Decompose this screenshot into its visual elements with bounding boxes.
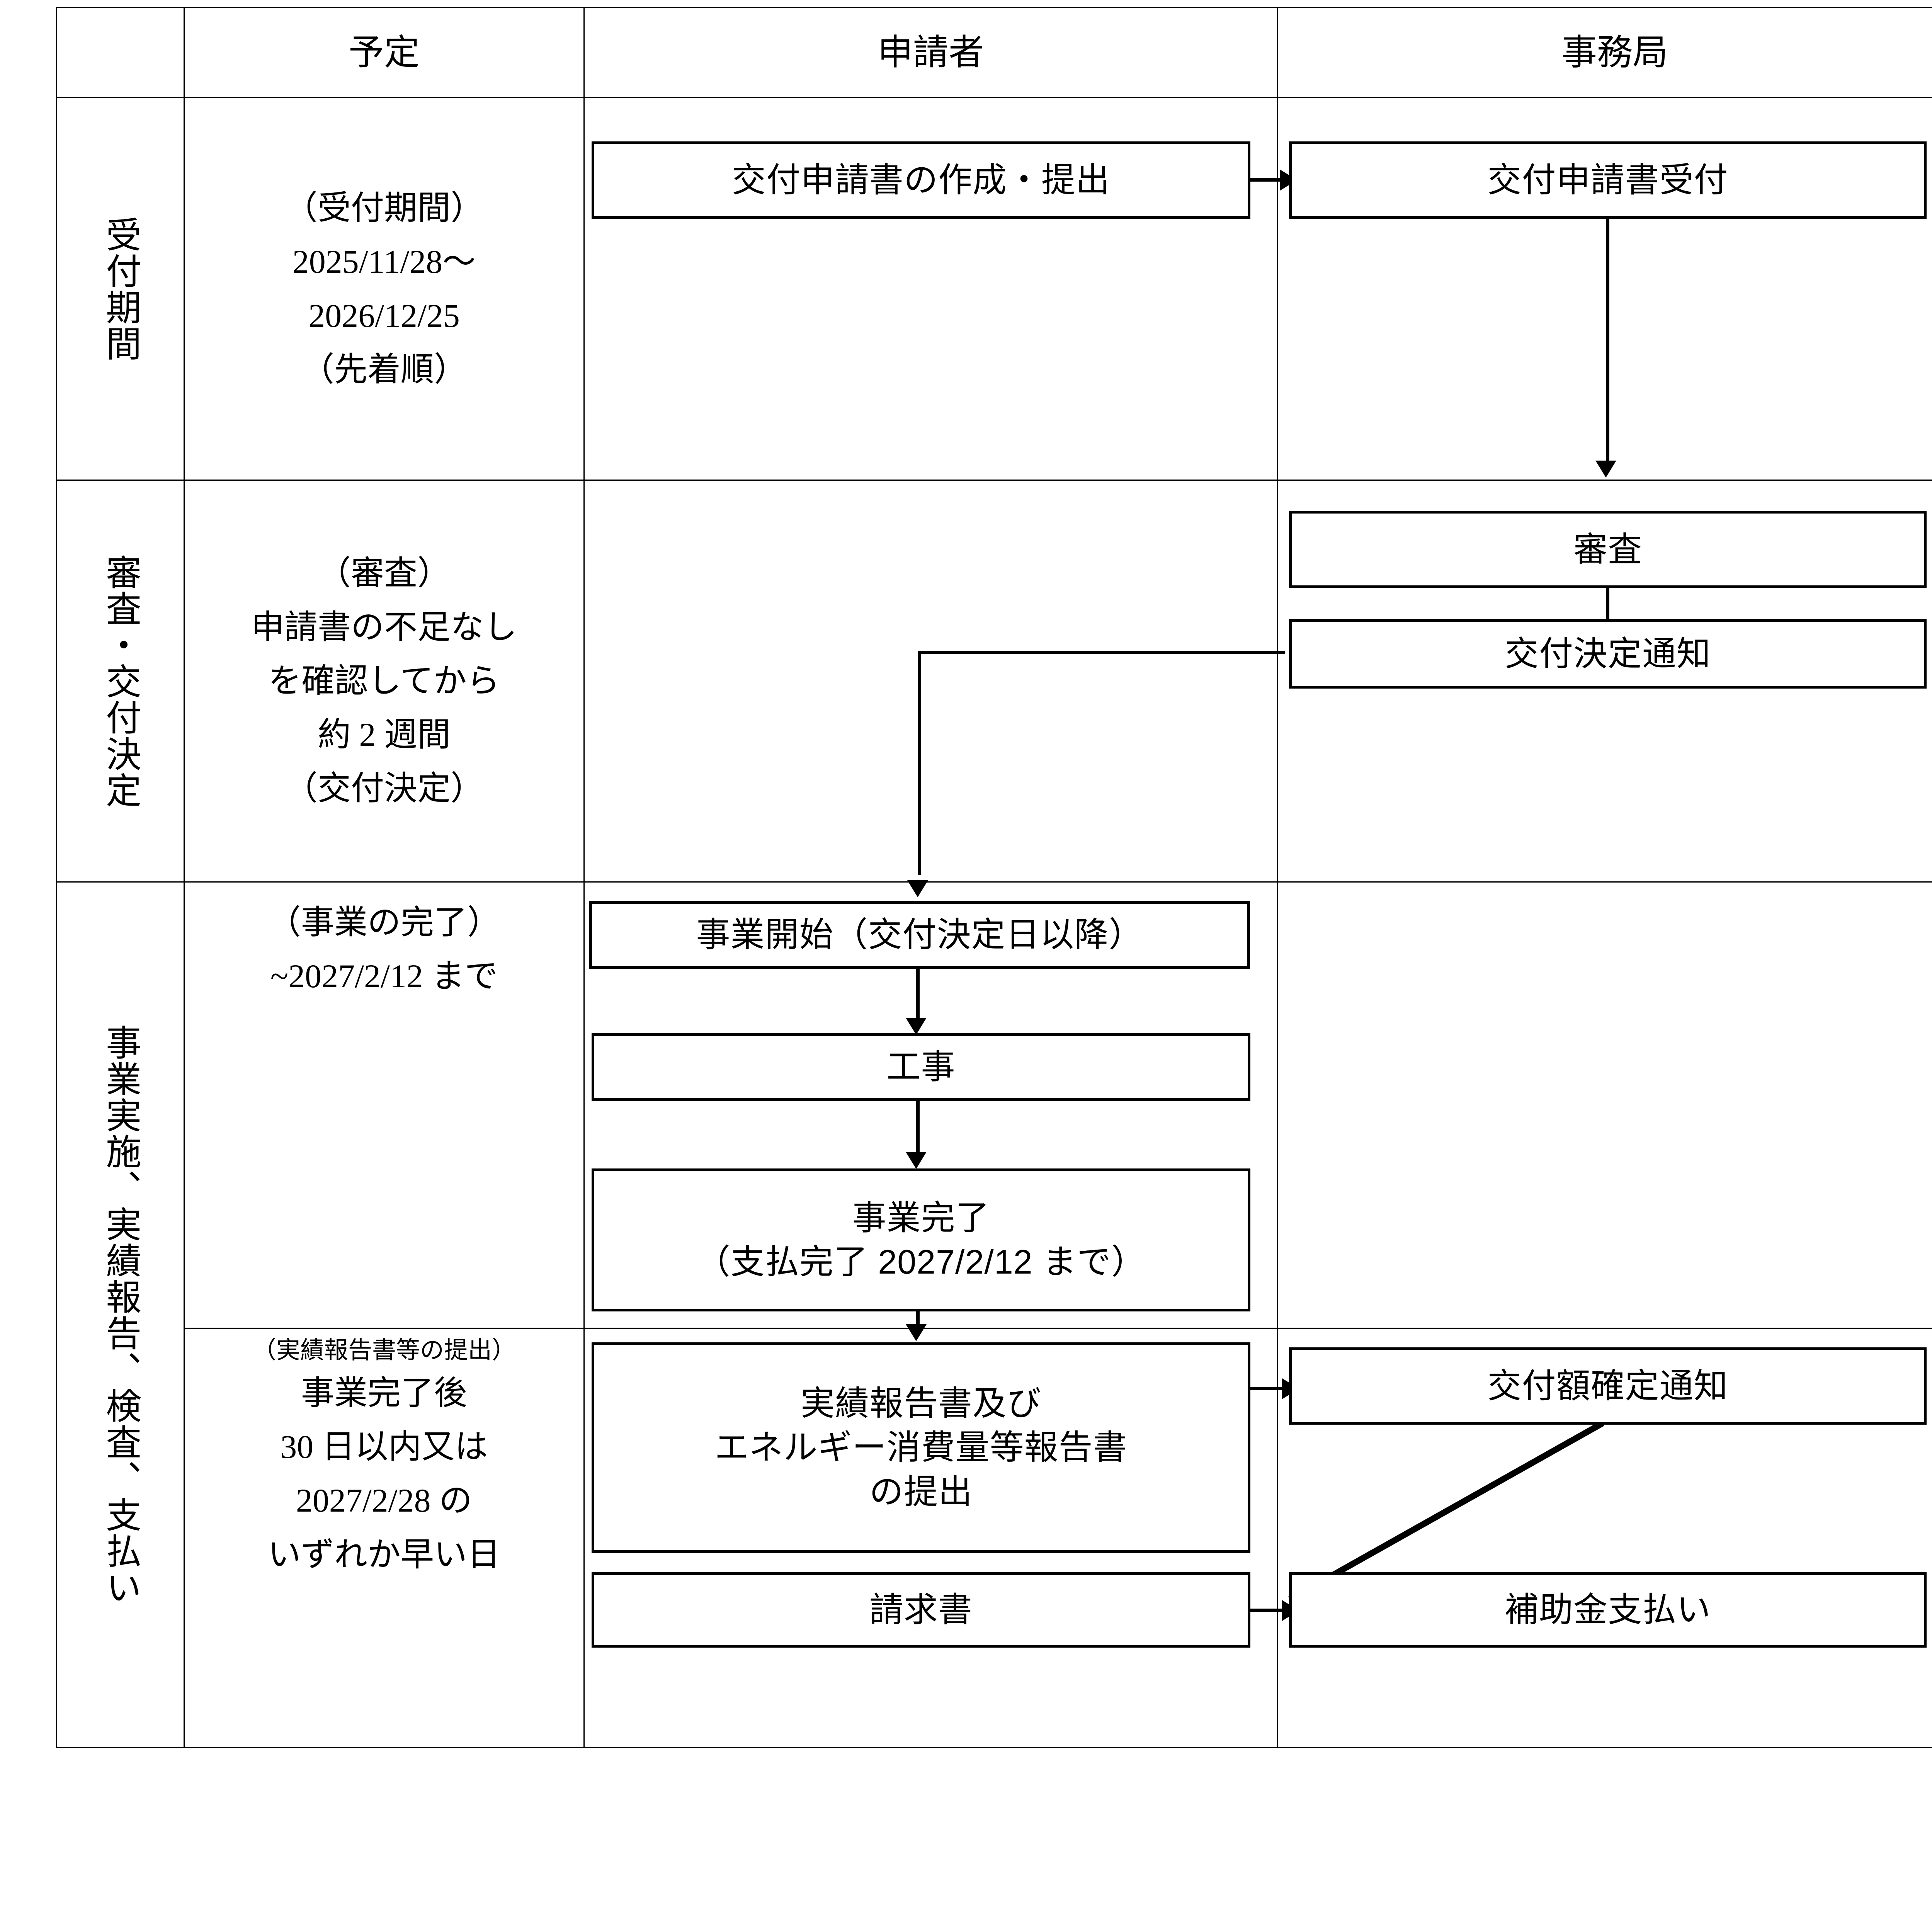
flow-diagram-sheet: 予定 申請者 事務局 受付期間 （受付期間） 2025/11/28～ 2026/… (0, 0, 1932, 1689)
office-cell-reception: 交付申請書受付 (1278, 98, 1932, 480)
table-row-implementation: 事業実施、実績報告、検査、支払い （事業の完了） ~2027/2/12 まで 事… (57, 882, 1932, 1328)
header-office: 事務局 (1278, 8, 1932, 98)
box-project-complete: 事業完了 （支払完了 2027/2/12 まで） (592, 1168, 1250, 1311)
connector-v-construction-to-complete (916, 1101, 920, 1159)
schedule-line: 2025/11/28～ (185, 235, 583, 289)
arrowhead-down-to-construction (906, 1018, 927, 1035)
applicant-cell-reception: 交付申請書の作成・提出 (584, 98, 1278, 480)
row-label-implementation-text: 事業実施、実績報告、検査、支払い (102, 1024, 139, 1605)
box-invoice: 請求書 (592, 1572, 1250, 1648)
arrowhead-down-to-review (1595, 461, 1616, 478)
applicant-cell-report-payment: 実績報告書及び エネルギー消費量等報告書 の提出 請求書 (584, 1328, 1278, 1748)
connector-v-received-to-review (1606, 219, 1609, 466)
row-label-implementation: 事業実施、実績報告、検査、支払い (57, 882, 184, 1748)
box-project-start: 事業開始（交付決定日以降） (589, 901, 1250, 969)
box-application-received: 交付申請書受付 (1289, 141, 1927, 219)
process-flow-table: 予定 申請者 事務局 受付期間 （受付期間） 2025/11/28～ 2026/… (56, 7, 1932, 1748)
schedule-cell-implementation: （事業の完了） ~2027/2/12 まで (184, 882, 584, 1328)
office-cell-implementation (1278, 882, 1932, 1328)
row-label-review-text: 審査・交付決定 (102, 554, 139, 808)
box-performance-report-submission: 実績報告書及び エネルギー消費量等報告書 の提出 (592, 1342, 1250, 1553)
schedule-line: （審査） (185, 546, 583, 600)
table-header-row: 予定 申請者 事務局 (57, 8, 1932, 98)
schedule-line: 事業完了後 (185, 1366, 583, 1420)
applicant-cell-implementation: 事業開始（交付決定日以降） 工事 事業完了 （支払完了 2027/2/12 まで… (584, 882, 1278, 1328)
box-subsidy-payment: 補助金支払い (1289, 1572, 1927, 1648)
header-schedule: 予定 (184, 8, 584, 98)
schedule-line: （事業の完了） (185, 896, 583, 949)
box-grant-amount-notice: 交付額確定通知 (1289, 1347, 1927, 1425)
schedule-cell-review: （審査） 申請書の不足なし を確認してから 約 2 週間 （交付決定） (184, 480, 584, 882)
header-applicant: 申請者 (584, 8, 1278, 98)
schedule-line-small: （実績報告書等の提出） (185, 1335, 583, 1366)
box-construction: 工事 (592, 1033, 1250, 1101)
arrowhead-down-to-project-start (907, 880, 928, 897)
table-row-reception: 受付期間 （受付期間） 2025/11/28～ 2026/12/25 （先着順）… (57, 98, 1932, 480)
office-cell-report-payment: 交付額確定通知 補助金支払い (1278, 1328, 1932, 1748)
row-label-reception-text: 受付期間 (102, 216, 139, 362)
schedule-line: （交付決定） (185, 762, 583, 815)
header-blank-cell (57, 8, 184, 98)
table-row-report-payment: （実績報告書等の提出） 事業完了後 30 日以内又は 2027/2/28 の い… (57, 1328, 1932, 1748)
arrowhead-down-to-performance-report (906, 1324, 927, 1341)
box-application-create-submit: 交付申請書の作成・提出 (592, 141, 1250, 219)
connector-v-decision-notice-down (918, 651, 921, 875)
schedule-line: 約 2 週間 (185, 708, 583, 762)
row-label-review: 審査・交付決定 (57, 480, 184, 882)
box-decision-notice: 交付決定通知 (1289, 619, 1927, 689)
schedule-line: を確認してから (185, 654, 583, 708)
table-row-review: 審査・交付決定 （審査） 申請書の不足なし を確認してから 約 2 週間 （交付… (57, 480, 1932, 882)
arrowhead-down-to-project-complete (906, 1152, 927, 1169)
schedule-line: 30 日以内又は (185, 1420, 583, 1474)
row-label-reception: 受付期間 (57, 98, 184, 480)
schedule-line: 2027/2/28 の (185, 1474, 583, 1527)
schedule-cell-report-payment: （実績報告書等の提出） 事業完了後 30 日以内又は 2027/2/28 の い… (184, 1328, 584, 1748)
applicant-cell-review (584, 480, 1278, 882)
schedule-line: （先着順） (185, 343, 583, 396)
schedule-cell-reception: （受付期間） 2025/11/28～ 2026/12/25 （先着順） (184, 98, 584, 480)
connector-v-review-to-decision (1606, 587, 1609, 622)
schedule-line: 2026/12/25 (185, 289, 583, 343)
connector-h-decision-notice-to-applicant (918, 651, 1285, 654)
office-cell-review: 審査 交付決定通知 (1278, 480, 1932, 882)
box-review: 審査 (1289, 511, 1927, 588)
schedule-line: 申請書の不足なし (185, 600, 583, 654)
schedule-line: ~2027/2/12 まで (185, 949, 583, 1003)
connector-v-start-to-construction (916, 969, 920, 1025)
schedule-line: いずれか早い日 (185, 1528, 583, 1582)
schedule-line: （受付期間） (185, 181, 583, 235)
